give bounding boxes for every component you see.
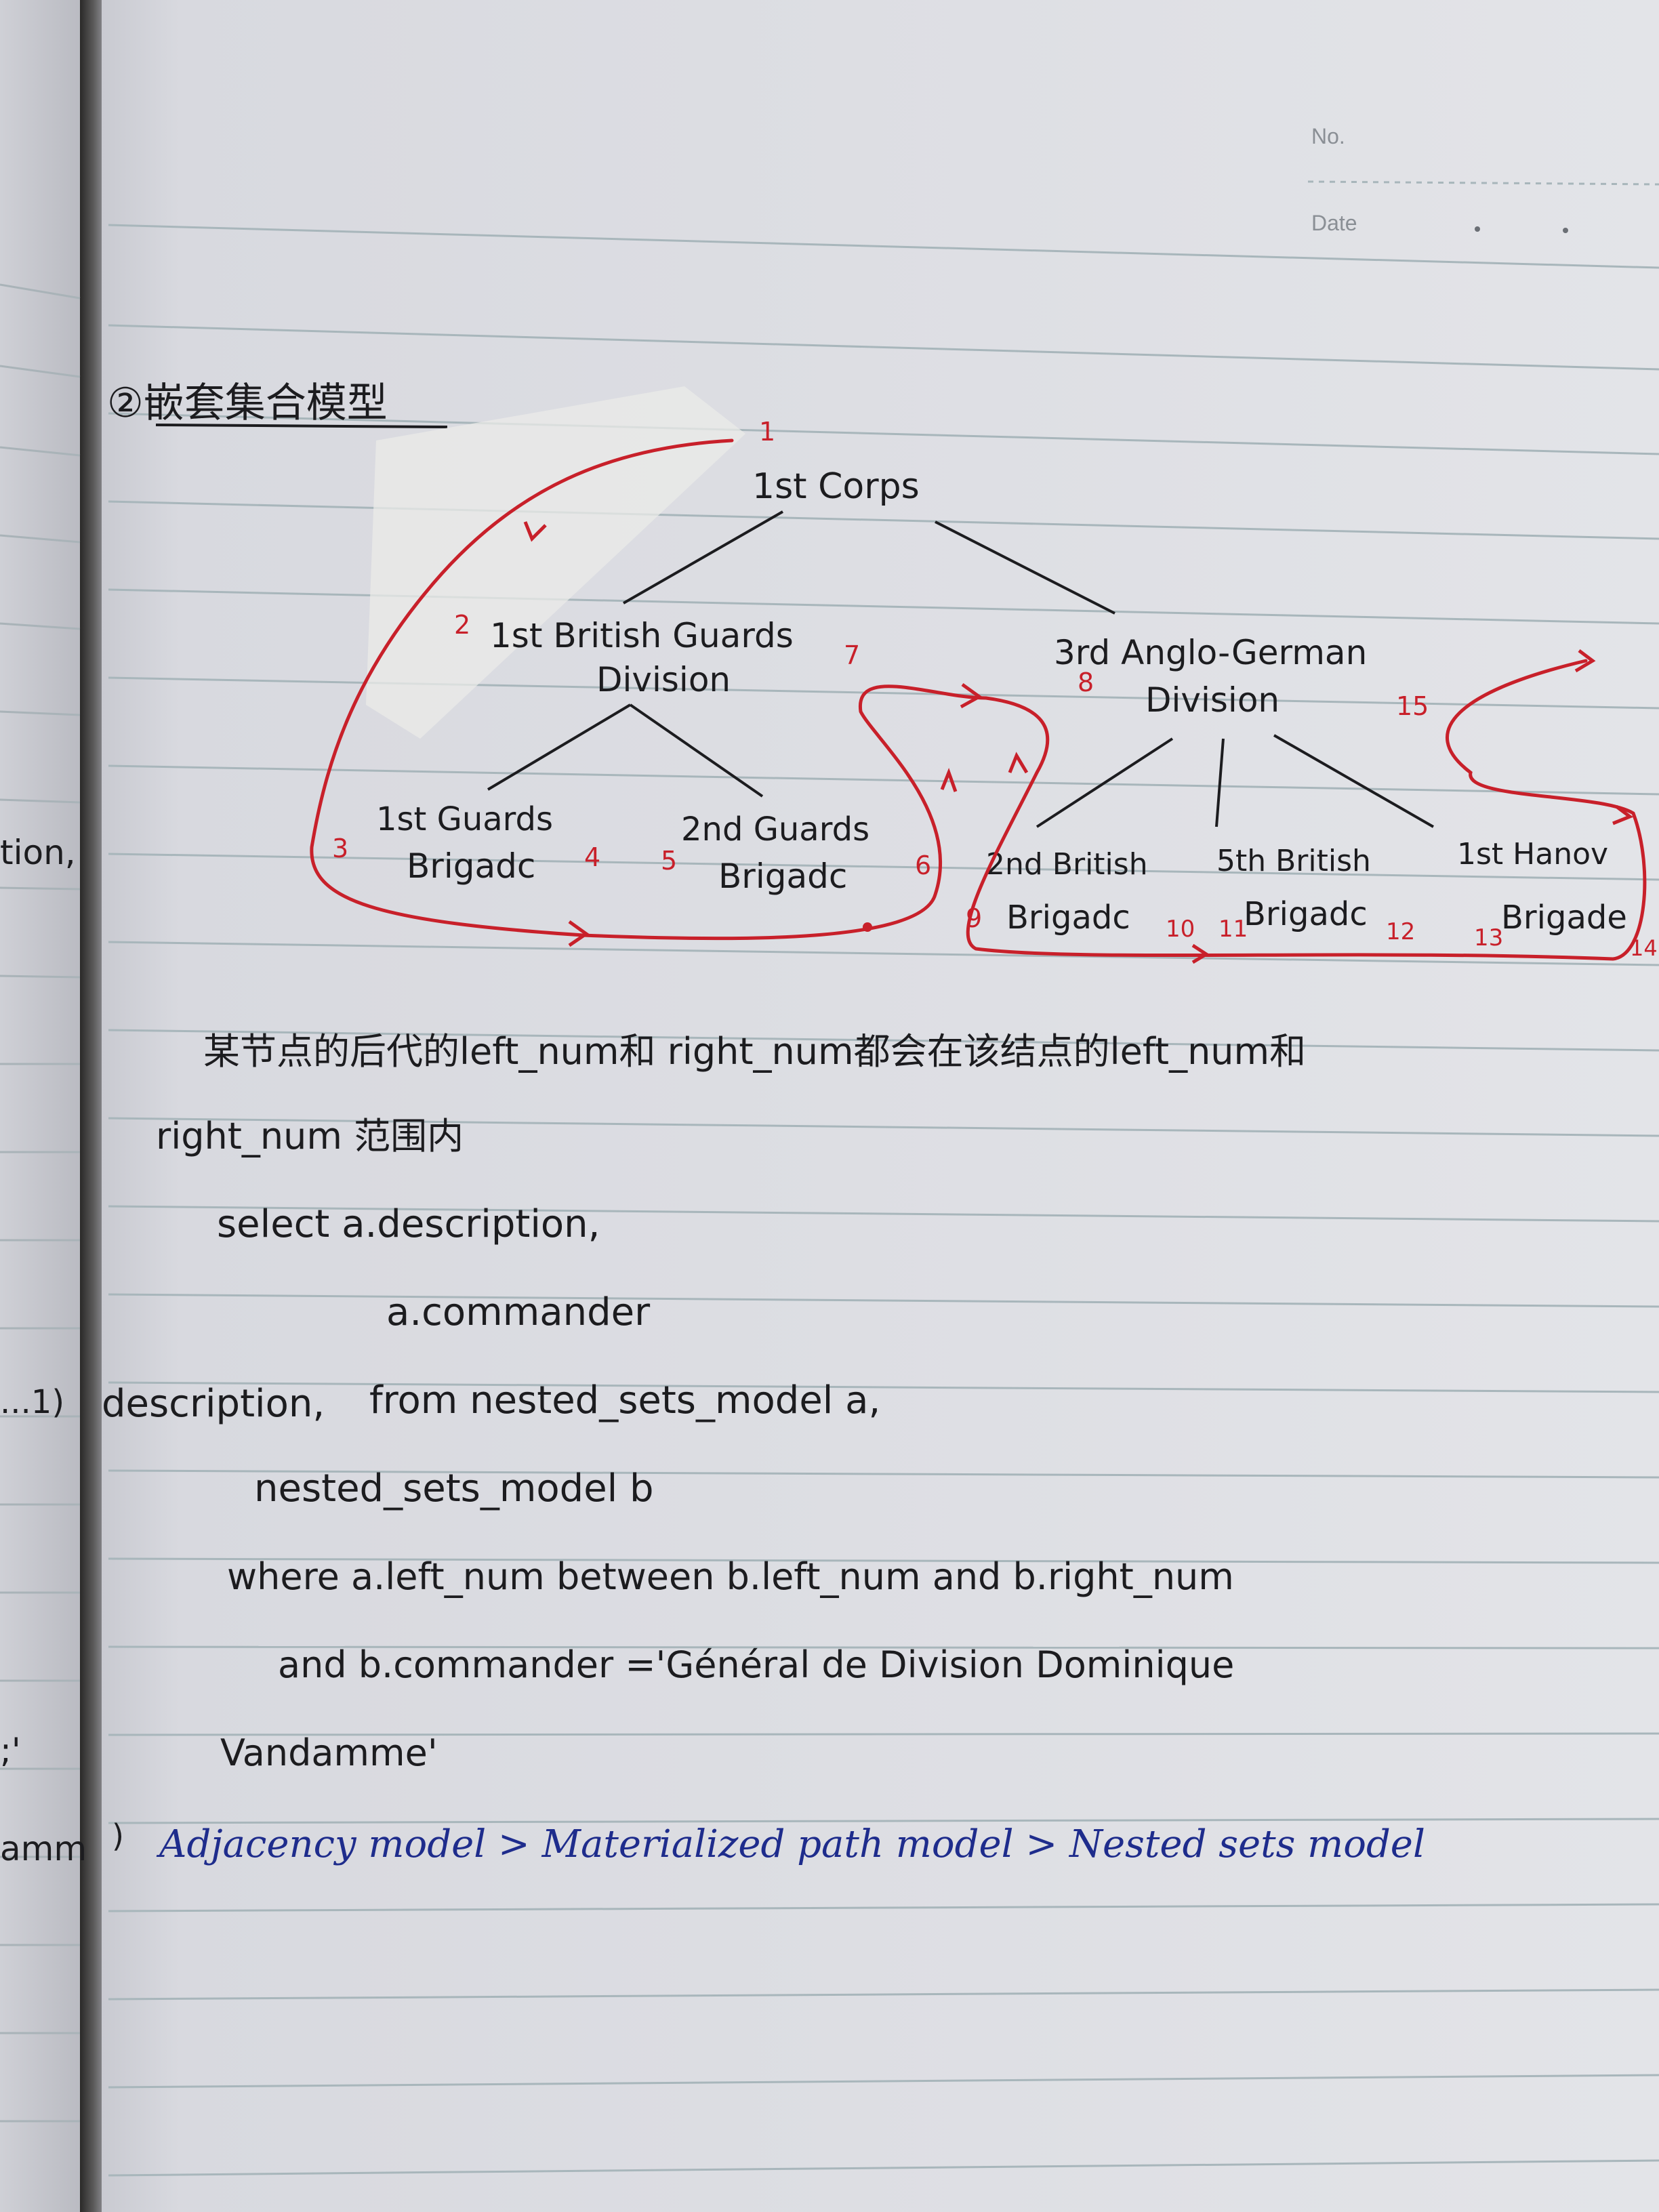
left-page bbox=[0, 0, 85, 2212]
date-label: Date bbox=[1311, 211, 1357, 235]
path-dot bbox=[863, 922, 872, 932]
number: 5 bbox=[661, 846, 677, 876]
note-line-1: 某节点的后代的left_num和 right_num都会在该结点的left_nu… bbox=[203, 1030, 1306, 1073]
left-page-rules bbox=[0, 283, 81, 2123]
node-b5-line2: Brigade bbox=[1501, 899, 1627, 937]
node-b1-line2: Brigadc bbox=[407, 846, 535, 886]
page bbox=[102, 0, 1659, 2212]
sql-line-3: from nested_sets_model a, bbox=[369, 1378, 880, 1422]
note-line-2: right_num 范围内 bbox=[156, 1115, 464, 1158]
sql-line-2: a.commander bbox=[386, 1290, 651, 1334]
node-b4-line2: Brigadc bbox=[1244, 895, 1368, 933]
number: 9 bbox=[966, 903, 982, 933]
number: 15 bbox=[1396, 691, 1429, 721]
left-fragment: ;' bbox=[0, 1731, 21, 1770]
traversal-path bbox=[310, 438, 1647, 961]
number: 1 bbox=[759, 417, 775, 447]
sql-line-5: where a.left_num between b.left_num and … bbox=[227, 1555, 1234, 1598]
number: 2 bbox=[454, 610, 470, 640]
number: 3 bbox=[332, 834, 348, 863]
left-fragment: ...1) bbox=[0, 1383, 64, 1421]
number: 12 bbox=[1386, 918, 1415, 945]
number: 13 bbox=[1474, 924, 1503, 951]
node-b3-line1: 2nd British bbox=[986, 847, 1148, 882]
traversal-numbers: 1 2 3 4 5 6 7 8 9 10 11 12 13 14 15 bbox=[332, 417, 1658, 961]
title-underline bbox=[155, 424, 448, 428]
sql-query: select a.description, a.commander from n… bbox=[217, 1202, 1234, 1774]
node-b1-line1: 1st Guards bbox=[376, 800, 553, 838]
number: 14 bbox=[1630, 935, 1658, 961]
page-rules bbox=[108, 180, 1659, 2177]
number: 4 bbox=[584, 842, 600, 872]
node-div2-line1: 3rd Anglo-German bbox=[1054, 633, 1367, 672]
date-dot bbox=[1563, 228, 1568, 233]
no-label: No. bbox=[1311, 124, 1345, 148]
left-page-text: tion, ...1) description, ;' amm ) bbox=[0, 833, 325, 1868]
sql-line-4: nested_sets_model b bbox=[254, 1467, 654, 1511]
number: 7 bbox=[844, 640, 860, 670]
tree-edges bbox=[487, 510, 1434, 828]
node-div2-line2: Division bbox=[1145, 680, 1279, 720]
left-fragment: ) bbox=[112, 1818, 124, 1854]
left-fragment: description, bbox=[102, 1382, 325, 1426]
number: 10 bbox=[1166, 916, 1195, 943]
sql-line-7: Vandamme' bbox=[220, 1732, 438, 1774]
node-b3-line2: Brigadc bbox=[1006, 899, 1130, 937]
number: 8 bbox=[1078, 668, 1094, 697]
section-title: ②嵌套集合模型 bbox=[107, 380, 388, 427]
node-div1-line2: Division bbox=[596, 660, 731, 699]
node-div1-line1: 1st British Guards bbox=[490, 616, 794, 655]
summary-line: Adjacency model > Materialized path mode… bbox=[156, 1822, 1425, 1866]
sql-line-1: select a.description, bbox=[217, 1202, 600, 1246]
left-fragment: tion, bbox=[0, 833, 76, 872]
path-arrows bbox=[523, 521, 1634, 964]
node-b5-line1: 1st Hanov bbox=[1457, 837, 1608, 872]
node-root: 1st Corps bbox=[752, 466, 920, 507]
node-b2-line2: Brigadc bbox=[718, 857, 847, 896]
number: 6 bbox=[915, 851, 931, 880]
date-dot bbox=[1475, 226, 1480, 232]
tree-nodes: 1st Corps 1st British Guards Division 3r… bbox=[376, 466, 1627, 937]
sql-line-6: and b.commander ='Général de Division Do… bbox=[278, 1643, 1234, 1686]
node-b4-line1: 5th British bbox=[1216, 844, 1371, 878]
left-fragment: amm bbox=[0, 1829, 87, 1868]
number: 11 bbox=[1218, 916, 1248, 943]
tape-strip bbox=[366, 386, 745, 739]
node-b2-line1: 2nd Guards bbox=[681, 811, 869, 848]
